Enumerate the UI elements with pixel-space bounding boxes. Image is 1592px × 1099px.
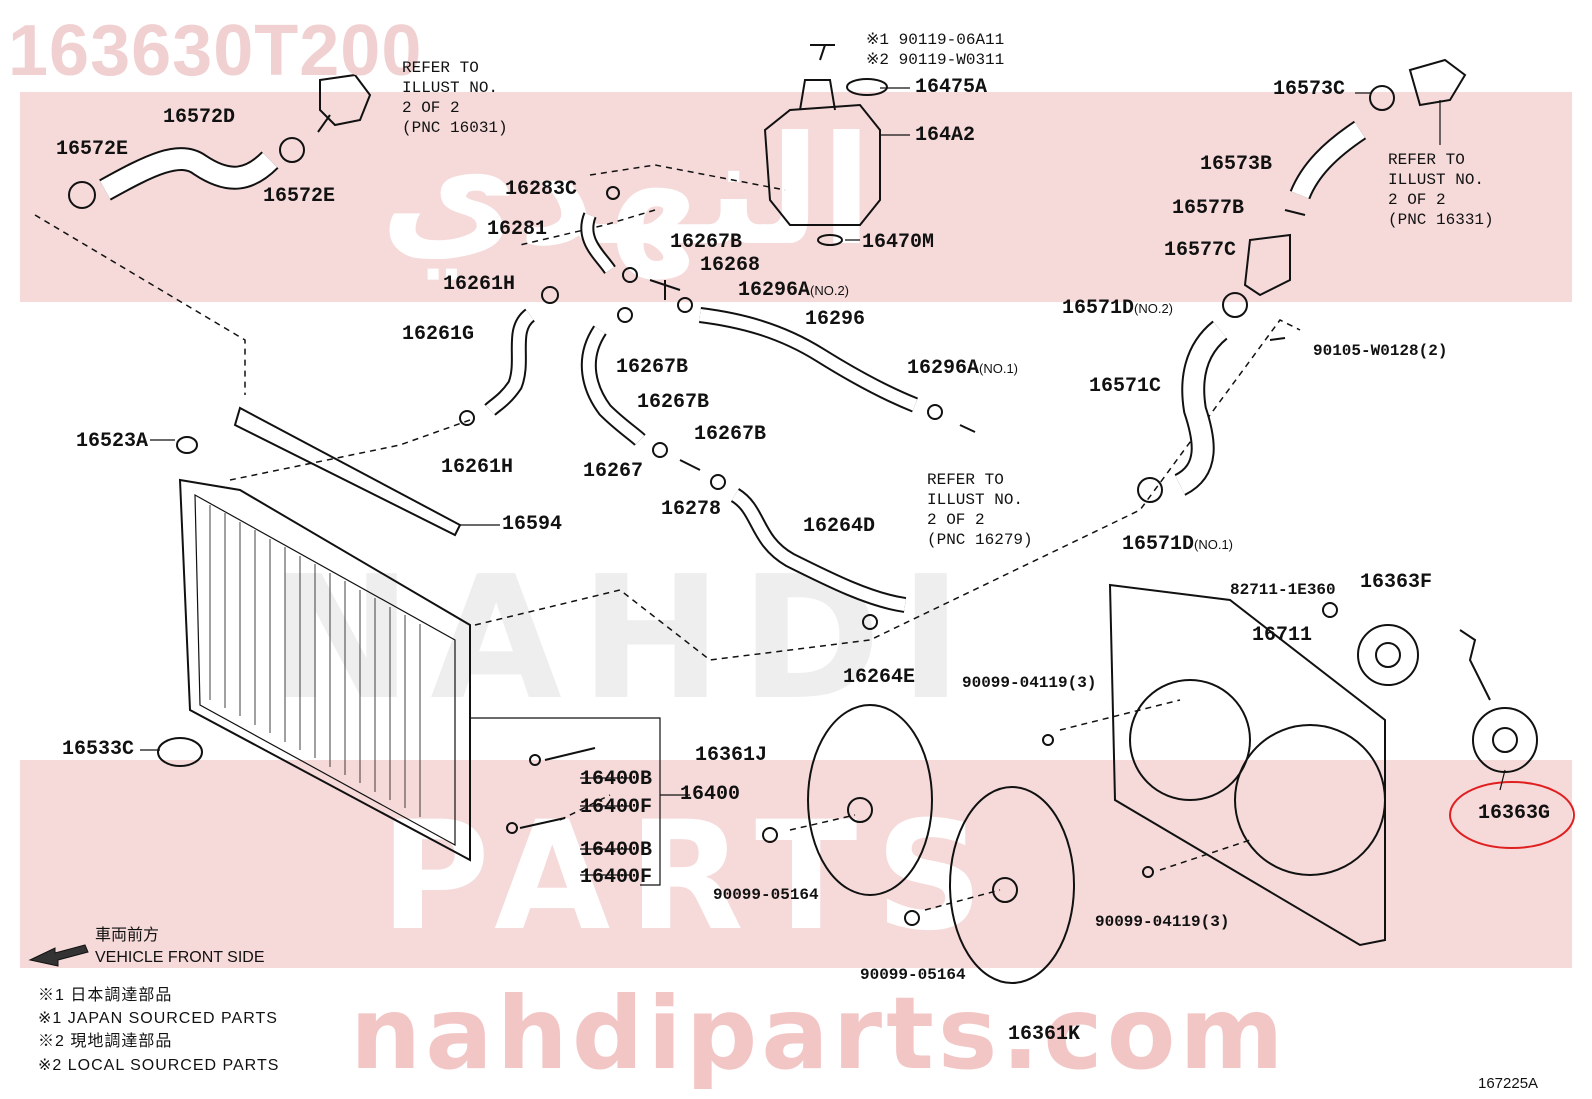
label-90105-W0128: 90105-W0128(2) — [1313, 342, 1448, 360]
watermark-band-bottom — [20, 760, 1572, 968]
label-16400F-2: 16400F — [580, 866, 653, 889]
label-16283C: 16283C — [505, 178, 578, 201]
label-16475A: 16475A — [915, 76, 988, 99]
label-16267: 16267 — [583, 460, 644, 483]
header-part-number: 163630T200 — [8, 11, 423, 91]
label-16400: 16400 — [680, 783, 741, 806]
refer-note-right: REFER TO ILLUST NO. 2 OF 2 (PNC 16331) — [1388, 151, 1494, 229]
label-16577C: 16577C — [1164, 239, 1237, 262]
watermark-arabic: النهدي — [380, 105, 873, 279]
label-90099-04119-lower: 90099-04119(3) — [1095, 913, 1230, 931]
bolt-note-1: ※1 90119-06A11 — [866, 31, 1005, 49]
label-16267B-3: 16267B — [637, 391, 710, 414]
label-16711: 16711 — [1252, 624, 1313, 647]
label-90099-05164-left: 90099-05164 — [713, 886, 819, 904]
label-16571C: 16571C — [1089, 375, 1162, 398]
label-16261H-2: 16261H — [441, 456, 514, 479]
label-16261G: 16261G — [402, 323, 475, 346]
label-16296A-no2: 16296A(NO.2) — [738, 279, 850, 302]
direction-jp: 車両前方 — [95, 927, 160, 944]
label-16267B-2: 16267B — [616, 356, 689, 379]
label-16571D-no1: 16571D(NO.1) — [1122, 533, 1234, 556]
note-en-1: ※1 JAPAN SOURCED PARTS — [38, 1010, 278, 1028]
label-16572D: 16572D — [163, 106, 236, 129]
watermark-band-top — [20, 92, 1572, 302]
label-16363F: 16363F — [1360, 571, 1433, 594]
label-16264E: 16264E — [843, 666, 916, 689]
label-16296A-no1: 16296A(NO.1) — [907, 357, 1019, 380]
label-16400B-1: 16400B — [580, 768, 653, 791]
label-16470M: 16470M — [862, 231, 935, 254]
label-16361J: 16361J — [695, 744, 768, 767]
direction-en: VEHICLE FRONT SIDE — [95, 949, 265, 967]
note-en-2: ※2 LOCAL SOURCED PARTS — [38, 1056, 280, 1074]
label-16572E-left: 16572E — [56, 138, 129, 161]
direction-legend: 車両前方 VEHICLE FRONT SIDE — [95, 925, 265, 970]
label-16523A: 16523A — [76, 430, 149, 453]
label-16400B-2: 16400B — [580, 839, 653, 862]
sourcing-notes: ※1 日本調達部品 ※1 JAPAN SOURCED PARTS ※2 現地調達… — [38, 984, 279, 1077]
watermark-site: nahdiparts.com — [350, 975, 1288, 1092]
label-16261H-1: 16261H — [443, 273, 516, 296]
label-16577B: 16577B — [1172, 197, 1245, 220]
label-90099-04119-upper: 90099-04119(3) — [962, 674, 1097, 692]
label-16573C: 16573C — [1273, 78, 1346, 101]
note-jp-1: ※1 日本調達部品 — [38, 987, 173, 1004]
label-16267B-4: 16267B — [694, 423, 767, 446]
label-82711-1E360: 82711-1E360 — [1230, 581, 1336, 599]
label-16281: 16281 — [487, 218, 548, 241]
label-16571D-no2: 16571D(NO.2) — [1062, 297, 1174, 320]
label-90099-05164-right: 90099-05164 — [860, 966, 966, 984]
note-jp-2: ※2 現地調達部品 — [38, 1033, 173, 1051]
label-16361K: 16361K — [1008, 1023, 1081, 1046]
label-16533C: 16533C — [62, 738, 135, 761]
label-16268: 16268 — [700, 254, 761, 277]
label-16363G: 16363G — [1478, 802, 1551, 825]
label-16594: 16594 — [502, 513, 563, 536]
label-16267B-1: 16267B — [670, 231, 743, 254]
label-16296: 16296 — [805, 308, 866, 331]
label-164A2: 164A2 — [915, 124, 976, 147]
label-16400F-1: 16400F — [580, 796, 653, 819]
refer-note-middle: REFER TO ILLUST NO. 2 OF 2 (PNC 16279) — [927, 471, 1033, 549]
label-16573B: 16573B — [1200, 153, 1273, 176]
label-16264D: 16264D — [803, 515, 876, 538]
refer-note-top-left: REFER TO ILLUST NO. 2 OF 2 (PNC 16031) — [402, 59, 508, 137]
label-16572E-right: 16572E — [263, 185, 336, 208]
watermark-parts: PARTS — [380, 790, 1002, 964]
bolt-note-2: ※2 90119-W0311 — [866, 51, 1005, 69]
watermark-name: NAHDI — [270, 540, 981, 738]
label-16278: 16278 — [661, 498, 722, 521]
illustration-id: 167225A — [1478, 1075, 1539, 1092]
highlight-ellipse — [1449, 781, 1575, 849]
